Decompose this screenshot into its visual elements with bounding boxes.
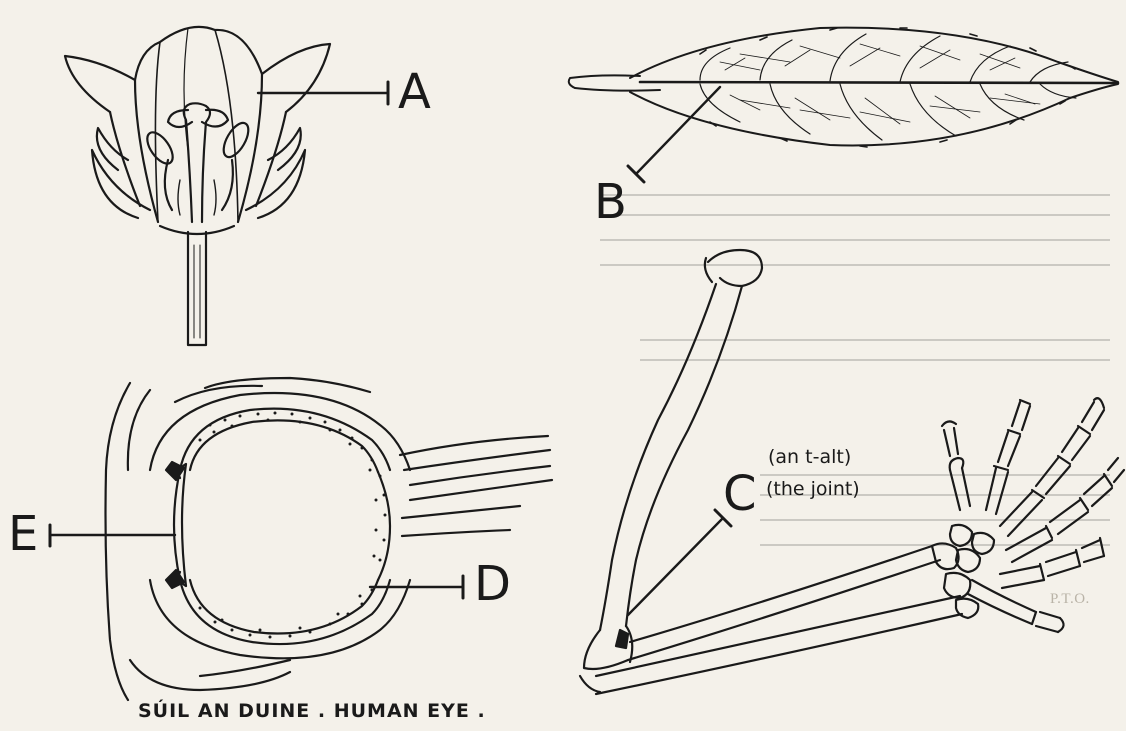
label-d: D bbox=[474, 560, 511, 608]
finger-3 bbox=[1000, 398, 1104, 536]
eye-drawing bbox=[50, 378, 552, 700]
arm-skeleton-drawing bbox=[580, 250, 1124, 694]
eye-stipple bbox=[199, 412, 386, 638]
finger-4 bbox=[1006, 458, 1124, 562]
label-e: E bbox=[8, 510, 38, 558]
eye-caption: SÚIL AN DUINE . HUMAN EYE . bbox=[138, 702, 486, 721]
label-c: C bbox=[723, 470, 757, 518]
label-a: A bbox=[398, 68, 431, 116]
finger-2 bbox=[986, 400, 1030, 514]
leaf-drawing bbox=[569, 28, 1118, 182]
flower-drawing bbox=[65, 27, 388, 345]
joint-label-irish: (an t-alt) bbox=[768, 448, 851, 467]
joint-label-english: (the joint) bbox=[766, 480, 860, 499]
finger-1 bbox=[942, 421, 970, 510]
label-b: B bbox=[594, 178, 627, 226]
